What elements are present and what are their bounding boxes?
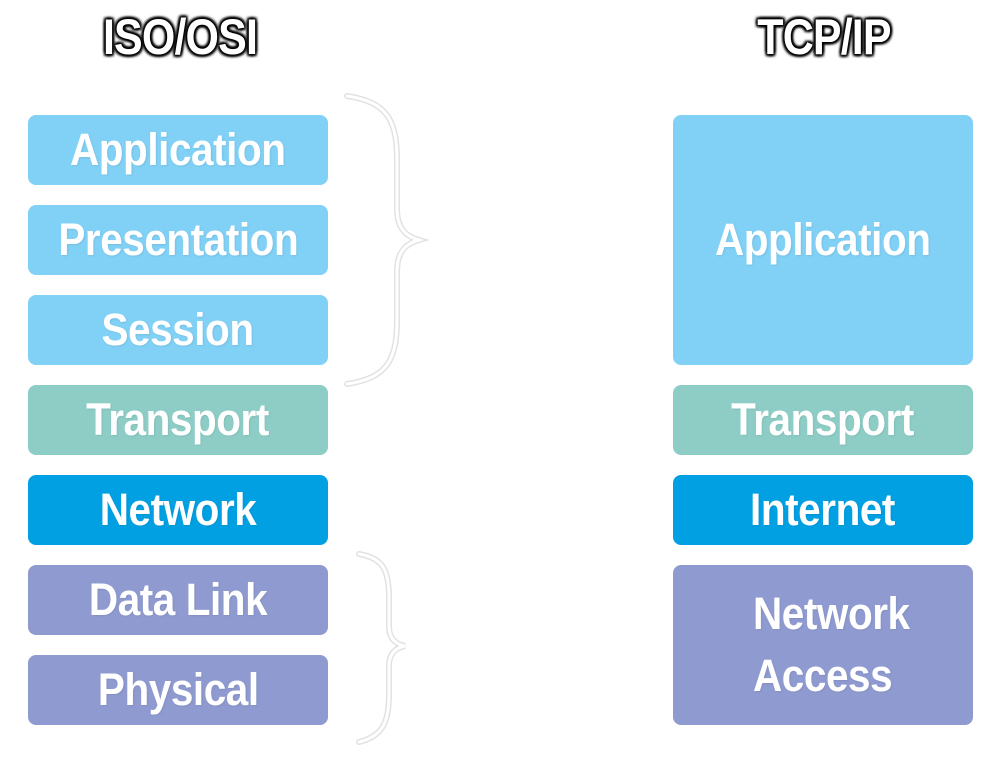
tcp-network-access-label-line2: Access [753, 650, 893, 701]
tcp-application-layer: Application [673, 115, 973, 365]
tcp-transport-label: Transport [731, 394, 915, 445]
osi-network-layer: Network [28, 475, 328, 545]
osi-datalink-layer: Data Link [28, 565, 328, 635]
tcp-internet-layer: Internet [673, 475, 973, 545]
osi-application-layer: Application [28, 115, 328, 185]
upper-brace-icon [344, 93, 430, 387]
osi-datalink-label: Data Link [88, 574, 268, 625]
tcp-network-access-label-line1: Network [753, 588, 910, 639]
osi-presentation-label: Presentation [58, 214, 298, 265]
osi-transport-label: Transport [86, 394, 270, 445]
osi-presentation-layer: Presentation [28, 205, 328, 275]
tcp-internet-label: Internet [750, 484, 896, 535]
osi-model-title: ISO/OSI [102, 9, 258, 65]
osi-physical-label: Physical [97, 664, 259, 715]
lower-brace-icon [356, 551, 406, 745]
tcp-network-access-layer: Network Access [673, 565, 973, 725]
osi-transport-layer: Transport [28, 385, 328, 455]
osi-session-layer: Session [28, 295, 328, 365]
tcpip-model-title: TCP/IP [757, 9, 891, 65]
osi-physical-layer: Physical [28, 655, 328, 725]
osi-application-label: Application [70, 124, 286, 175]
osi-session-label: Session [101, 304, 255, 355]
osi-network-label: Network [99, 484, 257, 535]
tcp-transport-layer: Transport [673, 385, 973, 455]
tcp-application-label: Application [715, 214, 931, 265]
